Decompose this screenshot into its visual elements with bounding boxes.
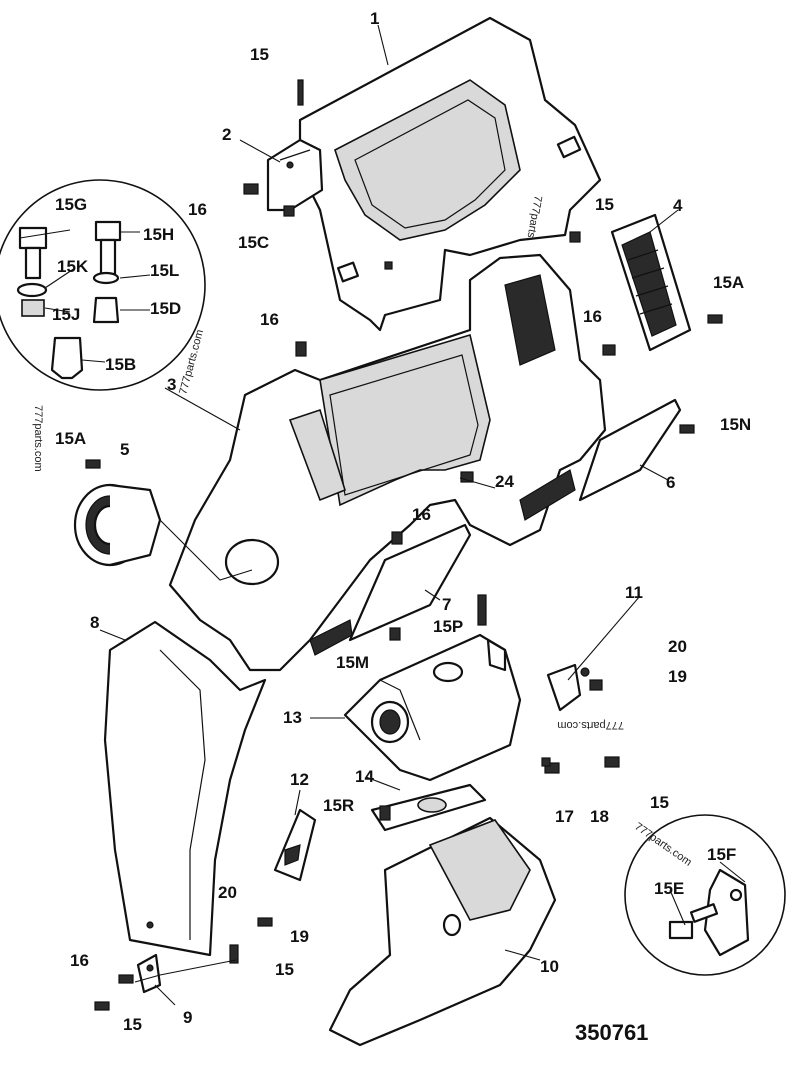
callout-15l: 15L bbox=[150, 261, 179, 280]
callout-15n: 15N bbox=[720, 415, 751, 434]
callout-15r: 15R bbox=[323, 796, 354, 815]
callout-18: 18 bbox=[590, 807, 609, 826]
callout-15-bottom-left-b: 15 bbox=[123, 1015, 142, 1034]
callout-20-right: 20 bbox=[668, 637, 687, 656]
callout-15g: 15G bbox=[55, 195, 87, 214]
callout-15d: 15D bbox=[150, 299, 181, 318]
callout-15p: 15P bbox=[433, 617, 463, 636]
callout-15k: 15K bbox=[57, 257, 89, 276]
callout-16-c: 16 bbox=[583, 307, 602, 326]
callout-15-bottom-right: 15 bbox=[650, 793, 669, 812]
callout-7: 7 bbox=[442, 595, 451, 614]
callout-16-d: 16 bbox=[412, 505, 431, 524]
callout-1: 1 bbox=[370, 9, 379, 28]
callout-24: 24 bbox=[495, 472, 514, 491]
callout-15e: 15E bbox=[654, 879, 684, 898]
drawing-number: 350761 bbox=[575, 1020, 648, 1045]
callout-19-left: 19 bbox=[290, 927, 309, 946]
callout-11: 11 bbox=[625, 583, 643, 602]
part-10-lower-cowl bbox=[328, 816, 557, 1047]
part-5-round-vent bbox=[73, 483, 253, 581]
callout-15-bottom-left-a: 15 bbox=[275, 960, 294, 979]
part-7-left-flap bbox=[348, 523, 472, 642]
watermark: 777parts.com bbox=[32, 405, 44, 472]
callout-15f: 15F bbox=[707, 845, 736, 864]
callout-19-right: 19 bbox=[668, 667, 687, 686]
callout-8: 8 bbox=[90, 613, 99, 632]
callout-12: 12 bbox=[290, 770, 309, 789]
callout-20-left: 20 bbox=[218, 883, 237, 902]
part-13-heater-unit bbox=[343, 633, 522, 782]
callouts: 1 2 3 4 5 6 7 8 9 10 11 12 13 14 15 15 1… bbox=[52, 9, 751, 1034]
callout-9: 9 bbox=[183, 1008, 192, 1027]
inset-15e-15f bbox=[624, 814, 786, 976]
callout-16-a: 16 bbox=[188, 200, 207, 219]
callout-16-b: 16 bbox=[260, 310, 279, 329]
callout-4: 4 bbox=[673, 196, 683, 215]
part-9-clip bbox=[136, 953, 162, 994]
callout-15-top: 15 bbox=[250, 45, 269, 64]
callout-15h: 15H bbox=[143, 225, 174, 244]
part-6-right-flap bbox=[578, 398, 682, 502]
callout-10: 10 bbox=[540, 957, 559, 976]
leader-lines bbox=[19, 24, 746, 1006]
callout-15m: 15M bbox=[336, 653, 369, 672]
part-4-vent bbox=[610, 213, 692, 352]
callout-17: 17 bbox=[555, 807, 574, 826]
callout-14: 14 bbox=[355, 767, 374, 786]
callout-3: 3 bbox=[167, 375, 176, 394]
part-12-bracket bbox=[273, 808, 317, 882]
part-11-bracket bbox=[546, 663, 590, 712]
callout-15j: 15J bbox=[52, 305, 80, 324]
callout-15c: 15C bbox=[238, 233, 269, 252]
part-14-plate bbox=[370, 783, 487, 832]
callout-16-bottom-left: 16 bbox=[70, 951, 89, 970]
callout-15a-left: 15A bbox=[55, 429, 86, 448]
watermark: 777parts.com bbox=[557, 719, 624, 731]
fasteners bbox=[85, 79, 723, 1011]
part-1-top-panel bbox=[298, 16, 602, 332]
callout-15b: 15B bbox=[105, 355, 136, 374]
callout-5: 5 bbox=[120, 440, 129, 459]
part-2-bracket bbox=[266, 138, 324, 212]
callout-15a-right: 15A bbox=[713, 273, 744, 292]
callout-13: 13 bbox=[283, 708, 302, 727]
part-3-console-body bbox=[168, 253, 607, 672]
part-8-side-pod bbox=[103, 620, 267, 957]
callout-2: 2 bbox=[222, 125, 231, 144]
callout-15-right: 15 bbox=[595, 195, 614, 214]
inset-fastener-types bbox=[0, 179, 206, 391]
callout-6: 6 bbox=[666, 473, 675, 492]
